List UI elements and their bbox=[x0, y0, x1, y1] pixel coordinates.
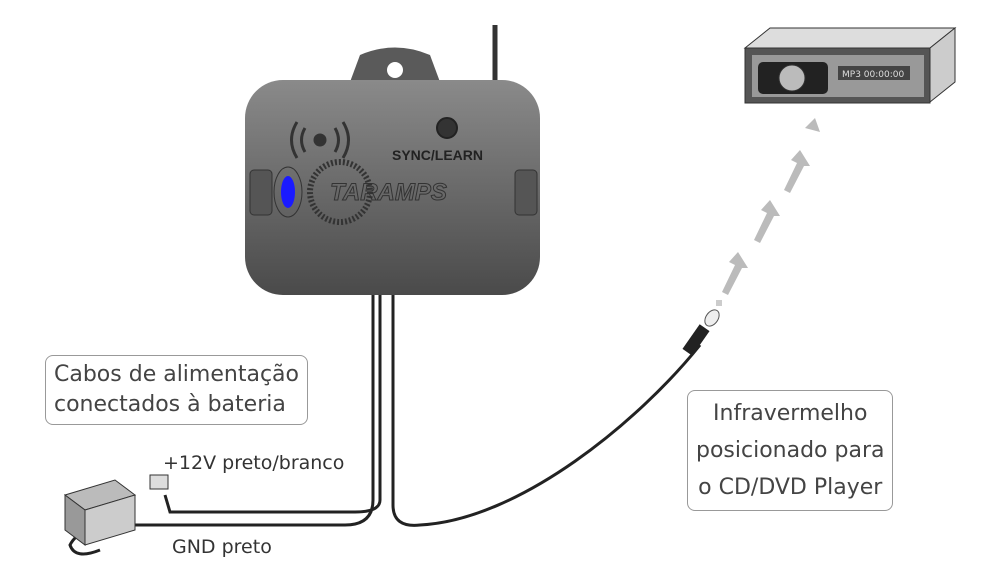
plus12v-label: +12V preto/branco bbox=[163, 452, 345, 474]
ir-label-line1: Infravermelho bbox=[713, 401, 868, 426]
ir-signal-arrows bbox=[716, 118, 820, 306]
car-stereo: MP3 00:00:00 bbox=[743, 26, 957, 104]
status-led bbox=[281, 176, 295, 208]
stereo-display: MP3 00:00:00 bbox=[842, 70, 904, 80]
power-label-line2: conectados à bateria bbox=[54, 392, 286, 417]
ir-sensor bbox=[682, 309, 720, 356]
brand-logo: TARAMPS bbox=[330, 179, 447, 206]
wireless-icon bbox=[290, 121, 350, 159]
power-cables-label: Cabos de alimentação conectados à bateri… bbox=[45, 355, 308, 425]
ir-label: Infravermelho posicionado para o CD/DVD … bbox=[687, 390, 894, 511]
battery bbox=[63, 474, 169, 546]
taramps-module bbox=[245, 47, 540, 295]
sync-learn-button bbox=[436, 117, 458, 139]
sync-learn-label: SYNC/LEARN bbox=[392, 147, 483, 163]
gnd-label: GND preto bbox=[172, 536, 272, 558]
ir-label-line2: posicionado para bbox=[696, 438, 885, 463]
power-label-line1: Cabos de alimentação bbox=[54, 362, 299, 387]
power-wires-white bbox=[375, 290, 390, 505]
ir-label-line3: o CD/DVD Player bbox=[698, 475, 883, 500]
